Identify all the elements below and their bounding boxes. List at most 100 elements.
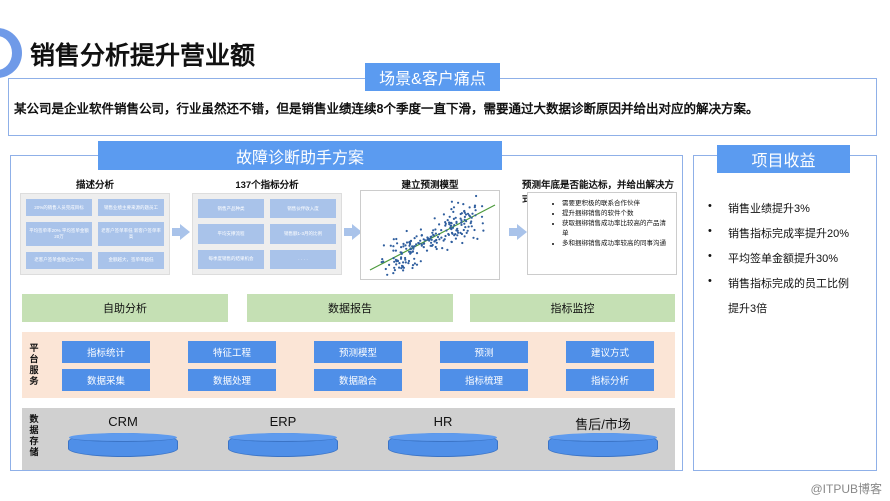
database-icon: [548, 433, 658, 457]
scatter-point: [404, 261, 407, 264]
data-source-label: HR: [433, 414, 453, 429]
scatter-point: [444, 234, 447, 238]
scatter-point: [444, 221, 447, 224]
scatter-point: [456, 229, 459, 232]
scatter-point: [392, 272, 395, 275]
scatter-point: [438, 238, 441, 241]
scatter-point: [389, 244, 392, 247]
scatter-point: [384, 267, 387, 271]
scatter-point: [394, 249, 397, 252]
scatter-point: [430, 238, 433, 241]
scatter-point: [431, 231, 434, 234]
scatter-point: [382, 244, 385, 247]
scatter-point: [482, 229, 485, 232]
scatter-point: [466, 229, 469, 232]
scatter-point: [415, 235, 418, 238]
stage-cell: 销售产品种类: [198, 199, 264, 219]
scatter-point: [452, 206, 456, 209]
scatter-point: [415, 263, 419, 266]
scatter-point: [435, 241, 438, 244]
stage-heading: 描述分析: [75, 180, 114, 191]
scatter-point: [438, 233, 441, 236]
scatter-point: [463, 235, 466, 238]
scatter-point: [392, 257, 395, 260]
scatter-point: [432, 234, 435, 237]
scatter-point: [444, 224, 447, 227]
scatter-point: [454, 237, 457, 240]
scatter-point: [435, 247, 438, 251]
platform-service-button: 预测: [440, 341, 528, 363]
scatter-point: [392, 245, 395, 248]
benefit-item: 销售指标完成的员工比例: [728, 278, 849, 290]
scatter-point: [393, 269, 396, 272]
scatter-point: [381, 258, 384, 261]
scatter-point: [402, 261, 405, 264]
scatter-point: [456, 234, 459, 237]
scatter-point: [480, 215, 484, 218]
scatter-point: [438, 223, 441, 226]
benefit-item: 平均签单金额提升30%: [728, 253, 839, 265]
data-source-label: CRM: [108, 414, 138, 429]
scatter-point: [395, 237, 398, 241]
scatter-point: [470, 216, 473, 219]
scatter-point: [475, 194, 478, 198]
stage-cell: 金额越大，签单率越低: [98, 251, 164, 269]
scatter-point: [405, 229, 408, 233]
scatter-point: [434, 232, 437, 235]
scatter-point: [400, 256, 403, 259]
scatter-point: [448, 221, 451, 224]
stage-cell: 平均签单率20% 平均签单金额20万: [26, 222, 92, 246]
stage-cell: 老客户签单率低 新客户签单率高: [98, 222, 164, 246]
scatter-point: [435, 238, 438, 242]
scatter-point: [466, 212, 470, 215]
scatter-point: [440, 229, 443, 232]
platform-service-button: 预测模型: [314, 341, 402, 363]
platform-service-button: 指标分析: [566, 369, 654, 391]
benefit-item: 销售业绩提升3%: [728, 203, 810, 215]
scatter-point: [413, 237, 416, 240]
scatter-point: [471, 212, 474, 215]
scatter-point: [400, 267, 403, 270]
scatter-point: [420, 234, 423, 237]
scatter-point: [452, 210, 455, 213]
database-icon: [68, 433, 178, 457]
scatter-point: [411, 245, 414, 248]
scatter-point: [422, 246, 425, 249]
scatter-point: [460, 221, 463, 224]
app-indicator-monitoring: 指标监控: [470, 294, 675, 322]
scatter-point: [399, 251, 402, 254]
scatter-point: [453, 224, 456, 227]
scatter-point: [411, 250, 414, 253]
scatter-point: [444, 222, 447, 225]
scatter-point: [423, 242, 426, 245]
solution-list: 需要更积极的联系合作伙伴 提升捆绑销售的软件个数 获取捆绑销售成功率比较高的产品…: [527, 192, 677, 275]
scatter-point: [474, 214, 477, 217]
bullet-icon: •: [708, 200, 712, 212]
solution-item: 获取捆绑销售成功率比较高的产品清单: [562, 219, 670, 239]
platform-service-button: 建议方式: [566, 341, 654, 363]
scatter-point: [382, 260, 385, 263]
scatter-point: [450, 222, 453, 225]
scatter-point: [451, 226, 455, 229]
scatter-point: [402, 242, 405, 245]
scatter-point: [447, 232, 450, 236]
stage-heading: 预测年底是否能达标，并给出解决方式: [522, 180, 675, 205]
stage-heading: 137个指标分析: [235, 180, 299, 191]
scatter-point: [443, 238, 446, 241]
platform-service-button: 数据采集: [62, 369, 150, 391]
scatter-point: [440, 236, 443, 239]
scatter-point: [454, 216, 457, 219]
scatter-point: [402, 266, 405, 269]
scatter-point: [413, 262, 416, 265]
stage-cell: 平均支撑流程: [198, 224, 264, 244]
scatter-point: [446, 219, 449, 222]
scatter-plot-thumbnail: [360, 190, 500, 280]
benefit-item: 销售指标完成率提升20%: [728, 228, 850, 240]
scatter-point: [429, 235, 432, 239]
solution-item: 提升捆绑销售的软件个数: [562, 209, 670, 219]
scatter-point: [404, 256, 407, 260]
scatter-point: [433, 240, 436, 243]
scatter-point: [434, 228, 437, 231]
scatter-point: [415, 252, 419, 255]
bullet-icon: •: [708, 250, 712, 262]
